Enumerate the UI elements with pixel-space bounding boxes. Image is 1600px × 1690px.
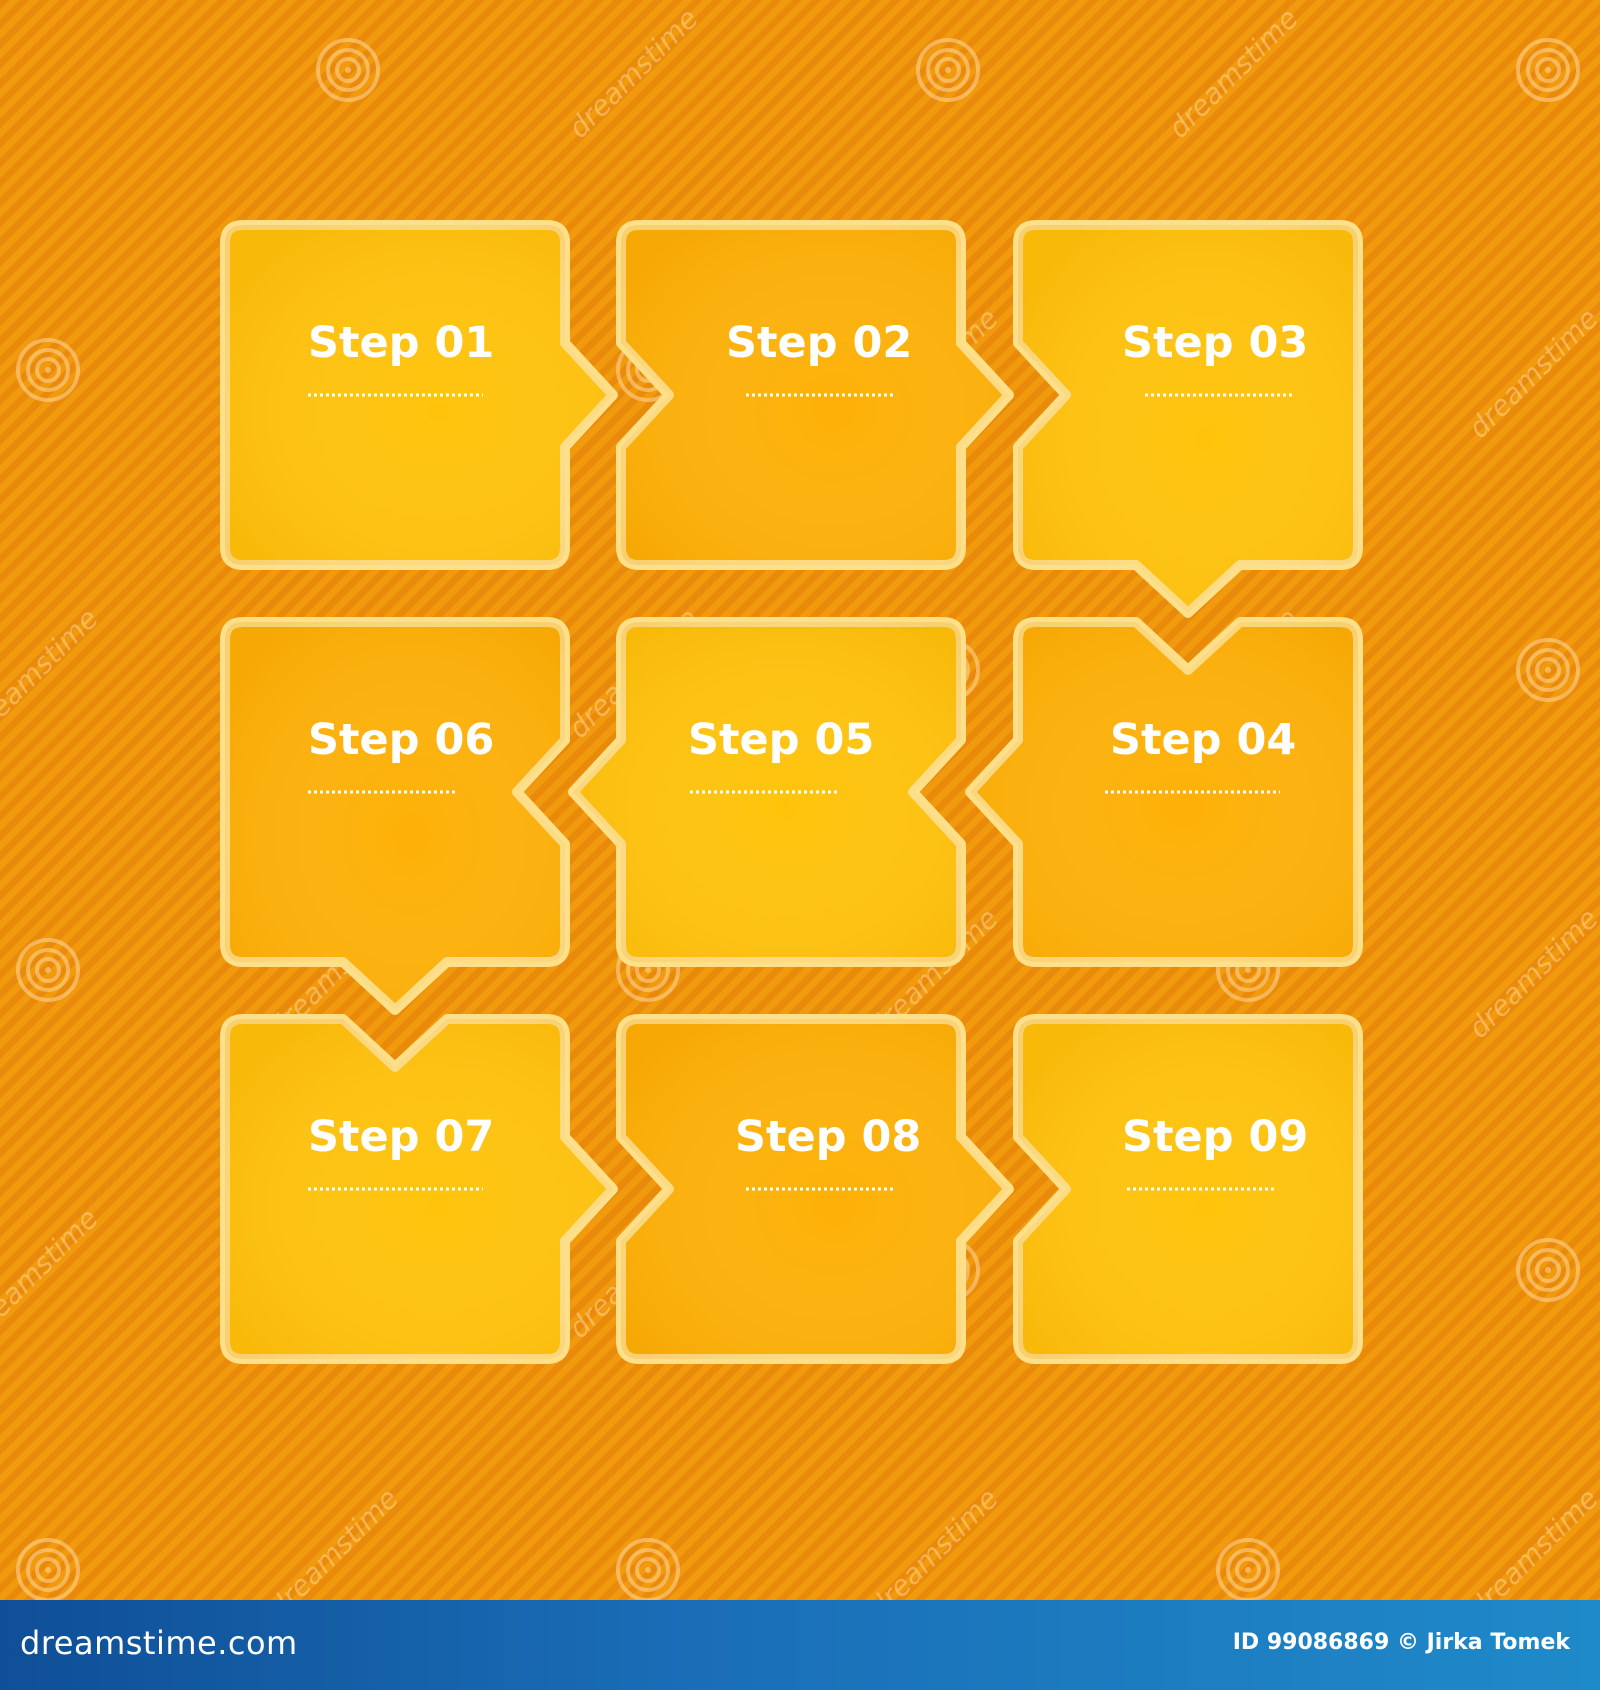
step-label: Step 08	[735, 1112, 921, 1162]
step-label: Step 03	[1122, 318, 1308, 368]
dreamstime-spiral-icon	[316, 38, 380, 102]
step-card-shading	[225, 622, 565, 1010]
dreamstime-spiral-icon	[16, 1538, 80, 1600]
step-label: Step 04	[1110, 715, 1296, 765]
step-card-06: Step 06	[220, 617, 570, 1015]
step-card-07: Step 07	[220, 1014, 618, 1364]
footer-credit: ID 99086869 © Jirka Tomek	[1232, 1630, 1570, 1655]
dreamstime-spiral-icon	[916, 38, 980, 102]
footer-logo: dreamstime.com	[20, 1624, 298, 1662]
step-label: Step 09	[1122, 1112, 1308, 1162]
dreamstime-spiral-icon	[1516, 1238, 1580, 1302]
footer-bar: dreamstime.com ID 99086869 © Jirka Tomek	[0, 1600, 1600, 1690]
step-card-01: Step 01	[220, 220, 618, 570]
dreamstime-spiral-icon	[16, 338, 80, 402]
dreamstime-spiral-icon	[616, 1538, 680, 1600]
step-cards: Step 01 Step 02 Step 03 Step 04 Step 05 Step …	[220, 220, 1363, 1364]
step-card-shading	[1018, 225, 1358, 613]
step-card-09: Step 09	[1013, 1014, 1363, 1364]
step-card-shading	[573, 622, 961, 962]
dreamstime-spiral-icon	[1216, 1538, 1280, 1600]
dreamstime-spiral-icon	[16, 938, 80, 1002]
dreamstime-spiral-icon	[1516, 38, 1580, 102]
step-label: Step 05	[688, 715, 874, 765]
step-card-05: Step 05	[568, 617, 966, 967]
dreamstime-spiral-icon	[1516, 638, 1580, 702]
step-card-08: Step 08	[616, 1014, 1014, 1364]
step-label: Step 01	[308, 318, 494, 368]
step-label: Step 02	[726, 318, 912, 368]
step-card-04: Step 04	[965, 617, 1363, 967]
step-card-03: Step 03	[1013, 220, 1363, 618]
step-label: Step 07	[308, 1112, 494, 1162]
step-label: Step 06	[308, 715, 494, 765]
step-card-02: Step 02	[616, 220, 1014, 570]
step-card-shading	[970, 622, 1358, 962]
